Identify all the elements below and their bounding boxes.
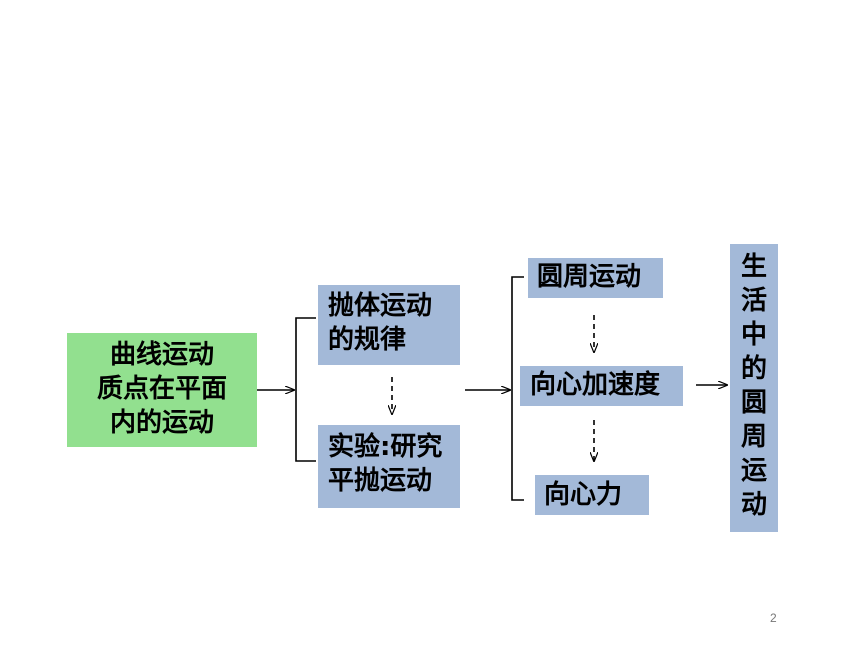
circular-motion-box: 圆周运动 bbox=[528, 258, 663, 298]
bracket-projectile bbox=[295, 317, 316, 462]
daily-life-char: 生 bbox=[740, 252, 767, 282]
curved-motion-line-3: 内的运动 bbox=[109, 408, 214, 438]
projectile-rules-line-1: 抛体运动 bbox=[328, 291, 433, 321]
daily-life-char: 动 bbox=[740, 490, 767, 520]
daily-life-char: 的 bbox=[740, 354, 767, 384]
bracket-circular bbox=[511, 276, 524, 501]
daily-life-char: 活 bbox=[740, 286, 767, 316]
circular-motion-label: 圆周运动 bbox=[537, 262, 642, 292]
experiment-line-1: 实验:研究 bbox=[328, 432, 443, 462]
experiment-line-2: 平抛运动 bbox=[328, 466, 433, 496]
daily-life-char: 运 bbox=[740, 456, 767, 486]
centripetal-acceleration-label: 向心加速度 bbox=[530, 370, 661, 400]
centripetal-acceleration-box: 向心加速度 bbox=[520, 366, 683, 406]
projectile-rules-box: 抛体运动 的规律 bbox=[318, 285, 460, 365]
daily-life-char: 中 bbox=[740, 320, 767, 350]
daily-life-circular-motion-box: 生 活 中 的 圆 周 运 动 bbox=[730, 244, 778, 532]
curved-motion-box: 曲线运动 质点在平面 内的运动 bbox=[67, 333, 257, 447]
experiment-box: 实验:研究 平抛运动 bbox=[318, 425, 460, 508]
curved-motion-line-2: 质点在平面 bbox=[96, 374, 227, 404]
projectile-rules-line-2: 的规律 bbox=[328, 325, 407, 355]
daily-life-char: 圆 bbox=[740, 388, 767, 418]
curved-motion-line-1: 曲线运动 bbox=[109, 340, 214, 370]
centripetal-force-label: 向心力 bbox=[544, 480, 623, 510]
daily-life-char: 周 bbox=[740, 422, 767, 452]
page-number: 2 bbox=[770, 611, 777, 625]
centripetal-force-box: 向心力 bbox=[535, 475, 649, 515]
